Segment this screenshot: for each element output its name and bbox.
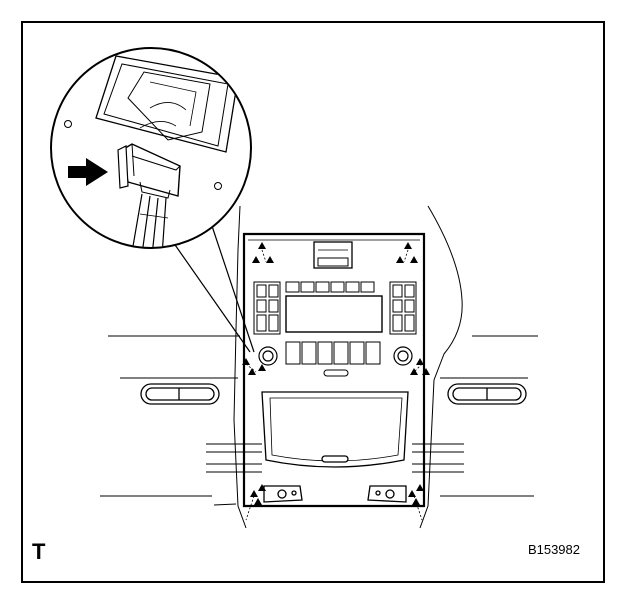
left-air-vent [140, 383, 220, 405]
callout-leader-lines [165, 225, 255, 353]
figure-code: B153982 [527, 542, 580, 557]
display-top-buttons [285, 281, 375, 293]
right-air-vent [447, 383, 527, 405]
right-dashboard-lines [419, 205, 538, 529]
arrow-right-icon [68, 158, 108, 186]
right-switch-block [389, 281, 417, 335]
triangle-marker-icon [242, 242, 430, 505]
clip-leader-lines [245, 249, 423, 521]
right-bottom-bracket [367, 485, 407, 503]
left-switch-block [253, 281, 281, 335]
left-dashboard-lines [100, 205, 247, 529]
center-cluster-panel [242, 232, 426, 508]
left-climate-knob [258, 346, 278, 366]
trim-bars [206, 443, 464, 473]
storage-tray [261, 391, 409, 468]
corner-letter: T [32, 539, 46, 564]
center-display [285, 295, 383, 333]
left-bottom-bracket [263, 485, 303, 503]
right-climate-knob [393, 346, 413, 366]
connector-detail-callout [50, 47, 252, 249]
climate-buttons [285, 341, 381, 377]
